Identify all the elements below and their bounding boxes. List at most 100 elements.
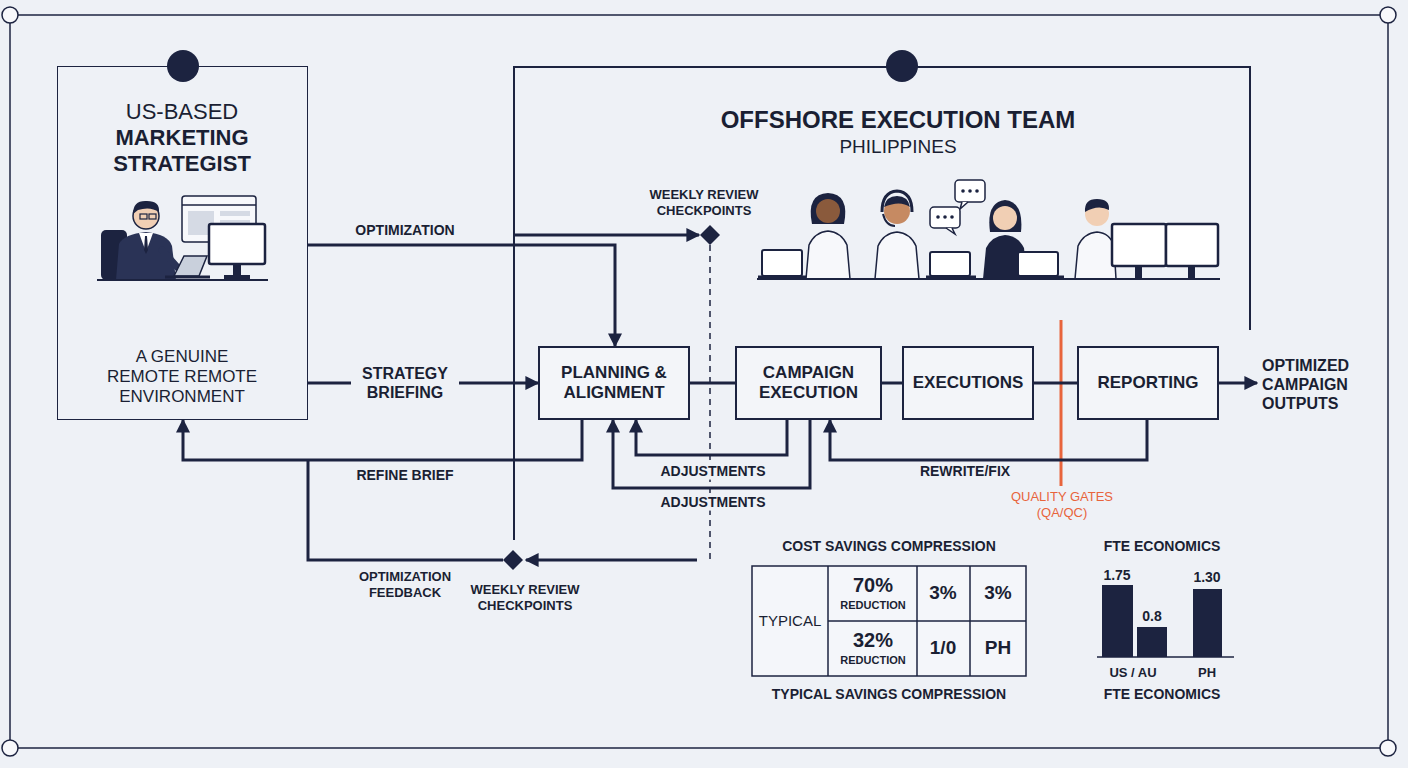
chart-caption: FTE ECONOMICS — [1104, 686, 1221, 703]
headset-mic — [883, 214, 895, 226]
connector-label: STRATEGY BRIEFING — [351, 364, 459, 402]
speech-tail — [960, 202, 968, 209]
table-frame — [752, 566, 1026, 676]
chart-bar — [1193, 589, 1222, 657]
panel-heading: US-BASED — [58, 99, 306, 125]
speech-bubble — [930, 207, 960, 228]
output-label: OPTIMIZED CAMPAIGN OUTPUTS — [1262, 356, 1377, 414]
laptop — [1018, 252, 1058, 276]
panel-heading: OFFSHORE EXECUTION TEAM — [548, 106, 1248, 135]
hair — [1085, 199, 1109, 212]
panel-note: A GENUINE REMOTE REMOTE ENVIRONMENT — [104, 347, 260, 407]
frame-line — [18, 747, 1380, 749]
process-box: CAMPAIGN EXECUTION — [735, 346, 882, 420]
review-arrow — [513, 234, 699, 237]
panel-subheading: PHILIPPINES — [548, 136, 1248, 159]
table-caption: TYPICAL SAVINGS COMPRESSION — [772, 686, 1006, 703]
table-cell: REDUCTION — [840, 654, 905, 667]
flow-connector — [882, 382, 902, 385]
process-box: PLANNING & ALIGNMENT — [538, 346, 690, 420]
table-cell: 3% — [984, 582, 1011, 605]
panel-heading: MARKETING STRATEGIST — [78, 125, 286, 178]
frame-corner — [2, 740, 18, 756]
browser-bar — [182, 204, 256, 206]
connector-label: ADJUSTMENTS — [656, 463, 769, 480]
frame-corner — [1380, 740, 1396, 756]
monitor-stand — [233, 264, 241, 276]
feedback-arrow — [526, 559, 697, 562]
frame-line — [1387, 23, 1389, 740]
checkpoint-label: WEEKLY REVIEW CHECKPOINTS — [640, 187, 768, 218]
monitor-base — [224, 275, 250, 279]
flow-connector — [690, 382, 735, 385]
speech-dot — [968, 189, 972, 193]
frame-line — [9, 23, 11, 740]
speech-dot — [961, 189, 965, 193]
axis-label: PH — [1198, 665, 1216, 681]
monitor — [1166, 224, 1218, 266]
checkpoint-diamond — [700, 225, 720, 245]
person-body — [875, 232, 919, 279]
table-cell: 1/0 — [930, 637, 956, 660]
frame-line — [18, 14, 1380, 16]
laptop — [762, 250, 802, 276]
feedback-line — [308, 460, 503, 560]
table-cell: 3% — [929, 582, 956, 605]
connector-label: ADJUSTMENTS — [656, 494, 769, 511]
desk — [97, 279, 268, 281]
connector-label: REFINE BRIEF — [352, 467, 457, 484]
table-cell: PH — [985, 637, 1011, 660]
checkpoint-label: WEEKLY REVIEW CHECKPOINTS — [461, 582, 589, 613]
process-label: PLANNING & ALIGNMENT — [540, 348, 688, 418]
table-cell: REDUCTION — [840, 599, 905, 612]
browser-block — [220, 211, 250, 216]
person-body — [1075, 232, 1116, 279]
chart-value: 1.75 — [1103, 567, 1130, 584]
frame-corner — [1380, 7, 1396, 23]
frame-corner — [2, 7, 18, 23]
process-label: REPORTING — [1079, 348, 1217, 418]
table-cell: 70% — [853, 573, 893, 597]
monitor — [1112, 224, 1166, 266]
checkpoint-diamond — [503, 550, 523, 570]
flow-connector — [183, 420, 582, 460]
quality-gate-label: QUALITY GATES (QA/QC) — [1007, 489, 1117, 520]
flow-connector — [636, 420, 787, 455]
table-cell: 32% — [853, 628, 893, 652]
speech-bubble — [955, 180, 985, 202]
person-body — [806, 231, 850, 279]
chart-axis — [1097, 656, 1234, 658]
hair — [989, 200, 1021, 232]
person-head — [993, 206, 1017, 230]
speech-dot — [936, 215, 940, 219]
table-cell: TYPICAL — [759, 612, 822, 630]
chart-value: 0.8 — [1142, 608, 1161, 625]
process-label: EXECUTIONS — [904, 348, 1032, 418]
review-divider — [709, 245, 711, 560]
chart-bar — [1102, 585, 1133, 657]
laptop-base — [165, 276, 210, 279]
output-arrow — [1219, 382, 1257, 385]
feedback-label: OPTIMIZATION FEEDBACK — [350, 569, 460, 600]
monitor-stand — [1135, 266, 1142, 278]
glasses — [140, 214, 147, 219]
axis-label: US / AU — [1109, 665, 1156, 681]
laptop — [930, 252, 970, 276]
monitor-stand — [1188, 266, 1195, 278]
speech-dot — [950, 215, 954, 219]
process-box: EXECUTIONS — [902, 346, 1034, 420]
connector-label: OPTIMIZATION — [351, 222, 458, 239]
flow-connector — [1034, 382, 1077, 385]
speech-dot — [943, 215, 947, 219]
speech-tail — [946, 228, 955, 234]
panel-edge — [1249, 66, 1251, 330]
flow-connector — [830, 420, 1147, 460]
role-panel: US-BASEDMARKETING STRATEGIST A GENUINE RE… — [57, 66, 308, 420]
person-head — [816, 199, 840, 223]
table-rule — [828, 620, 1026, 622]
hair — [884, 196, 910, 207]
process-label: CAMPAIGN EXECUTION — [737, 348, 880, 418]
chart-bar — [1137, 627, 1167, 657]
